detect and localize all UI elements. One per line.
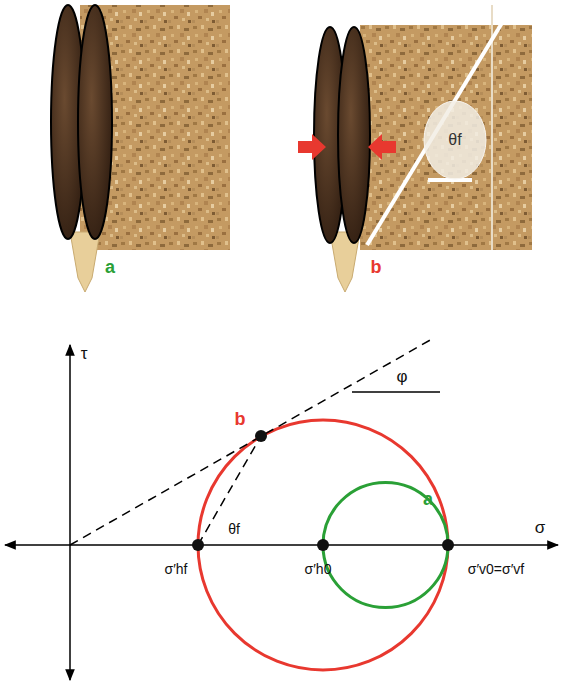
soil-block-b (298, 5, 532, 292)
axis-label: τ (81, 345, 88, 364)
angle-label: θf (448, 131, 461, 149)
circle-label: b (235, 410, 246, 430)
angle-ellipse: θf (423, 100, 487, 180)
angle-label: φ (396, 368, 407, 387)
stress-label: σ′v0=σ′vf (468, 562, 524, 577)
stress-label: σ′h0 (305, 562, 332, 577)
stress-label: σ′hf (165, 562, 188, 577)
circle-label: a (423, 490, 433, 510)
figure-label: b (371, 258, 382, 278)
soil-block-a (51, 5, 230, 292)
mohr-circle-a (323, 483, 448, 608)
mohr-plot (5, 339, 558, 680)
force-arrow (298, 134, 326, 160)
angle-label: θf (228, 522, 240, 537)
force-arrow (368, 134, 396, 160)
mohr-circle-b (198, 420, 448, 670)
figure-label: a (105, 258, 115, 278)
axis-label: σ (535, 519, 546, 538)
